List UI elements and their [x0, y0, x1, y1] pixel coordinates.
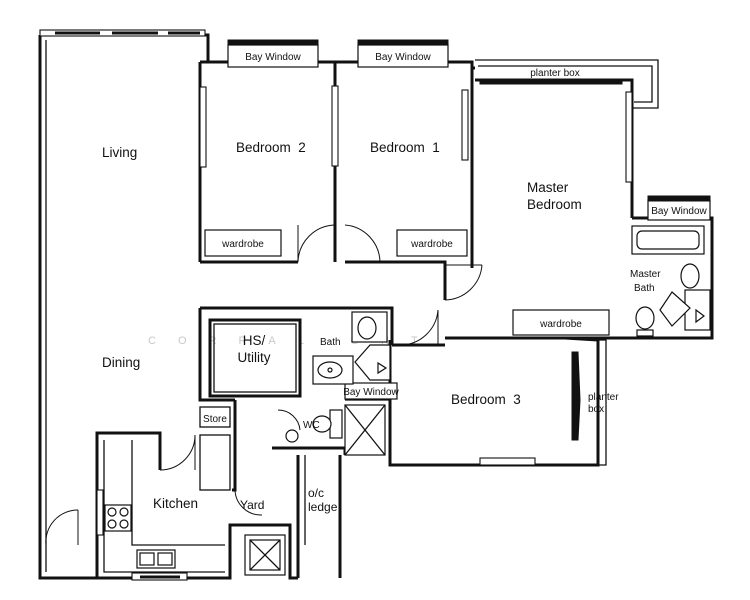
- room-labels: Living Dining Bedroom 2 Bedroom 1 Master…: [102, 140, 582, 514]
- wardrobe-bedroom2: wardrobe: [204, 229, 282, 257]
- hs-utility-room: HS/ Utility: [208, 318, 302, 398]
- bay-window-bedroom2: Bay Window: [227, 39, 319, 68]
- bath-room: Bath: [312, 311, 391, 385]
- wc-label: WC: [303, 420, 320, 431]
- wardrobe-master: wardrobe: [512, 309, 610, 336]
- windows: [39, 29, 633, 581]
- living-label: Living: [102, 145, 137, 160]
- oc-ledge-label: ledge: [308, 500, 338, 514]
- bay-window-label: Bay Window: [651, 206, 707, 217]
- yard-area: [244, 455, 306, 576]
- planter-box-right: planter box: [588, 339, 619, 466]
- planter-box-label: planter box: [530, 68, 579, 79]
- planter-box-label: planter: [588, 392, 619, 403]
- hs-utility-label: Utility: [238, 350, 271, 365]
- wc-room: WC: [285, 404, 386, 456]
- kitchen-fixtures: [103, 434, 231, 573]
- store-room: Store: [199, 406, 231, 428]
- wardrobe-bedroom1: wardrobe: [396, 229, 468, 257]
- watermark: CORRAL ONT: [148, 335, 440, 347]
- bay-window-label: Bay Window: [245, 52, 301, 63]
- hs-utility-label: HS/: [243, 333, 266, 348]
- bedroom3-label: Bedroom 3: [451, 392, 521, 407]
- bay-window-bath: Bay Window: [343, 382, 400, 400]
- oc-ledge-label: o/c: [308, 486, 324, 500]
- bedroom1-label: Bedroom 1: [370, 140, 440, 155]
- exterior-walls: [38, 33, 714, 580]
- wardrobe-label: wardrobe: [221, 239, 264, 250]
- bay-window-label: Bay Window: [343, 387, 399, 398]
- bay-window-master: Bay Window: [647, 195, 711, 221]
- bedroom2-label: Bedroom 2: [236, 140, 306, 155]
- yard-label: Yard: [240, 498, 264, 512]
- planter-box-label: box: [588, 404, 604, 415]
- wardrobe-label: wardrobe: [410, 239, 453, 250]
- bay-window-label: Bay Window: [375, 52, 431, 63]
- master-bath-label: Master: [630, 269, 661, 280]
- dining-label: Dining: [102, 355, 140, 370]
- bay-window-bedroom1: Bay Window: [357, 39, 449, 68]
- bath-label: Bath: [320, 337, 341, 348]
- master-bath-room: Master Bath: [630, 225, 711, 337]
- master-bedroom-label: Bedroom: [527, 197, 582, 212]
- kitchen-label: Kitchen: [153, 496, 198, 511]
- master-bedroom-label: Master: [527, 180, 569, 195]
- planter-box-top: planter box: [475, 59, 659, 109]
- doors: [45, 224, 483, 546]
- master-bath-label: Bath: [634, 283, 655, 294]
- store-label: Store: [203, 414, 227, 425]
- wardrobe-label: wardrobe: [539, 319, 582, 330]
